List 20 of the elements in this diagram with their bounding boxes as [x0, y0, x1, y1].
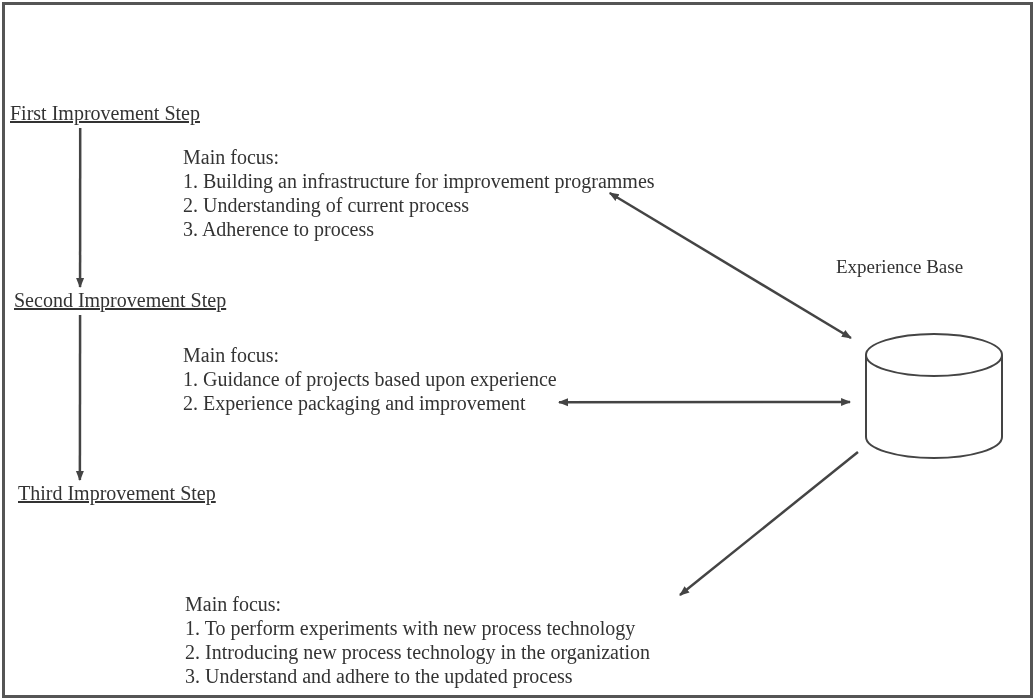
focus-heading: Main focus:	[183, 145, 281, 169]
focus-item: 1. Guidance of projects based upon experience	[183, 367, 558, 391]
focus-item: 1. Building an infrastructure for improvement programmes	[183, 169, 653, 193]
focus-heading: Main focus:	[185, 592, 283, 616]
arrow	[608, 191, 852, 340]
step-heading: Second Improvement Step	[14, 288, 227, 313]
arrow	[75, 315, 84, 481]
arrow	[558, 398, 852, 407]
focus-item: 3. Understand and adhere to the updated process	[185, 664, 574, 688]
arrow	[76, 128, 85, 288]
database-label: Experience Base	[836, 255, 964, 279]
focus-item: 2. Experience packaging and improvement	[183, 391, 527, 415]
focus-item: 1. To perform experiments with new process technology	[185, 616, 637, 640]
focus-item: 2. Introducing new process technology in the organization	[185, 640, 652, 664]
focus-item: 3. Adherence to process	[183, 217, 376, 241]
focus-heading: Main focus:	[183, 343, 281, 367]
step-heading: First Improvement Step	[10, 101, 200, 126]
focus-item: 2. Understanding of current process	[183, 193, 471, 217]
arrow	[679, 451, 859, 596]
step-heading: Third Improvement Step	[18, 481, 216, 506]
